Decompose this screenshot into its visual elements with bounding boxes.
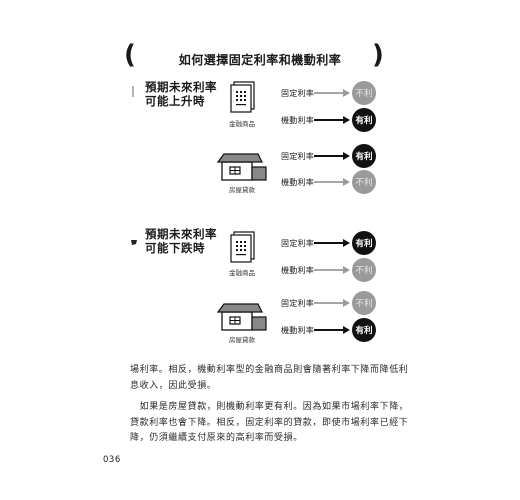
arrow-head — [343, 266, 350, 274]
rate-label: 固定利率 — [281, 299, 315, 308]
arrow-head — [343, 326, 350, 334]
result-circle: 不利 — [352, 291, 376, 315]
paragraph-line: 降，仍須繼續支付原來的高利率而受損。 — [130, 433, 303, 443]
section-heading-line: 可能上升時 — [145, 94, 205, 108]
rate-label: 固定利率 — [281, 152, 315, 161]
item-label: 金融商品 — [229, 120, 255, 128]
arrow-head — [343, 178, 350, 186]
rate-label: 固定利率 — [281, 89, 315, 98]
body-paragraph: 場利率。相反，機動利率型的金融商品則會隨著利率下降而降低利 息收入，因此受損。 — [130, 363, 410, 394]
document-icon — [230, 81, 255, 113]
page-number: 036 — [103, 455, 121, 465]
arrow-head — [343, 89, 350, 97]
rate-label: 固定利率 — [281, 239, 315, 248]
result-circle: 不利 — [352, 258, 376, 282]
left-bracket: ( — [124, 40, 136, 70]
section-heading: 預期未來利率 可能上升時 — [145, 80, 217, 108]
result-circle: 有利 — [352, 144, 376, 168]
rate-label: 機動利率 — [281, 116, 315, 125]
result-circle: 有利 — [352, 108, 376, 132]
body-paragraph: 如果是房屋貸款，則機動利率更有利。因為如果市場利率下降， 貸款利率也會下降。相反… — [130, 400, 410, 447]
result-circle: 有利 — [352, 318, 376, 342]
rate-label: 機動利率 — [281, 266, 315, 275]
result-circle: 有利 — [352, 231, 376, 255]
paragraph-line: 場利率。相反，機動利率型的金融商品則會隨著利率下降而降低利 — [130, 365, 409, 375]
rate-label: 機動利率 — [281, 178, 315, 187]
item-label: 金融商品 — [229, 269, 255, 277]
paragraph-line: 如果是房屋貸款，則機動利率更有利。因為如果市場利率下降， — [130, 402, 409, 412]
arrow-head — [343, 116, 350, 124]
section-heading: 預期未來利率 可能下跌時 — [145, 227, 217, 255]
document-icon — [230, 231, 255, 263]
section-heading-line: 可能下跌時 — [145, 241, 205, 255]
rate-label: 機動利率 — [281, 326, 315, 335]
house-icon — [216, 303, 267, 331]
section-heading-line: 預期未來利率 — [145, 80, 217, 94]
page-title: 如何選擇固定利率和機動利率 — [178, 53, 342, 67]
right-bracket: ) — [372, 40, 384, 70]
arrow-head — [343, 299, 350, 307]
section-heading-line: 預期未來利率 — [145, 227, 217, 241]
result-circle: 不利 — [352, 170, 376, 194]
item-label: 房屋貸款 — [229, 186, 255, 194]
house-icon — [216, 153, 267, 181]
arrow-head — [343, 239, 350, 247]
item-label: 房屋貸款 — [229, 336, 255, 344]
result-circle: 不利 — [352, 81, 376, 105]
paragraph-line: 貸款利率也會下降。相反，固定利率的貸款，即使市場利率已經下 — [130, 417, 409, 428]
arrow-head — [343, 152, 350, 160]
paragraph-line: 息收入，因此受損。 — [130, 380, 217, 391]
